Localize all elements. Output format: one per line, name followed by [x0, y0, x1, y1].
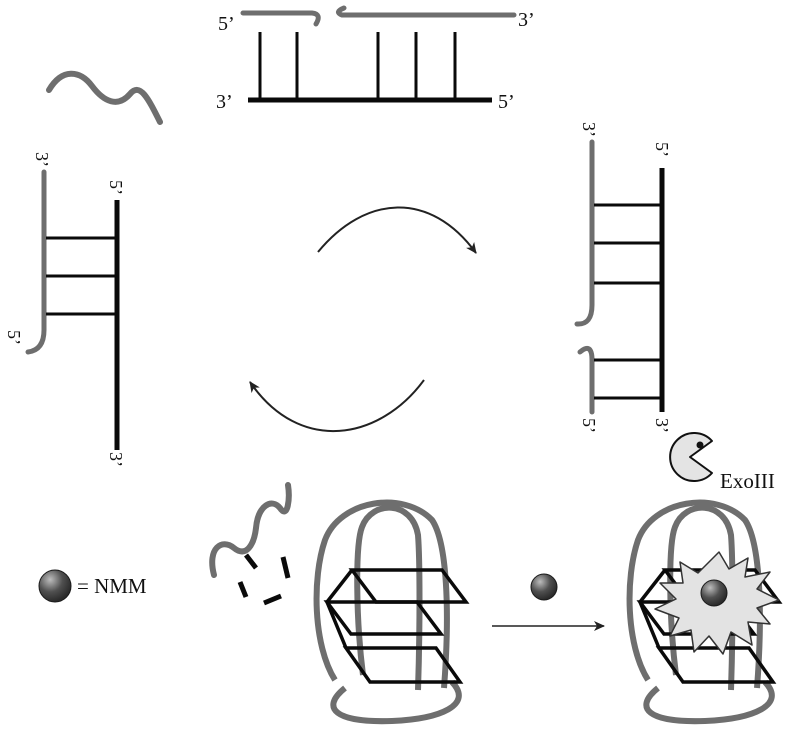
left-duplex: 3’ 5’ 5’ 3’ — [4, 152, 126, 467]
left-gray-strand — [25, 169, 47, 355]
top-label-3-left: 3’ — [216, 91, 233, 113]
top-label-3-right: 3’ — [518, 9, 535, 31]
nmm-ball-icon — [38, 569, 72, 603]
right-gray-strand-lower — [577, 345, 595, 415]
nmm-ball-bound-icon — [700, 579, 728, 607]
right-label-3-black: 3’ — [652, 418, 672, 433]
g-quadruplex-free — [313, 499, 470, 725]
right-label-5-black: 5’ — [652, 142, 672, 157]
g-quadruplex-nmm-complex — [626, 499, 783, 725]
free-target-strand-top — [46, 70, 163, 125]
right-gray-strand-upper — [574, 139, 595, 327]
top-gray-strand-left — [240, 10, 321, 27]
pacman-exonuclease-icon — [669, 432, 713, 482]
nucleotide-fragments — [237, 553, 291, 606]
right-label-5-gray: 5’ — [579, 418, 599, 433]
nmm-ball-free-icon — [530, 573, 558, 601]
left-label-5-black: 5’ — [106, 180, 126, 195]
left-label-5-gray: 5’ — [4, 330, 24, 345]
right-duplex: 3’ 5’ 5’ 3’ — [574, 122, 672, 433]
right-base-pairs — [594, 203, 660, 400]
top-label-5-right: 5’ — [498, 91, 515, 113]
cycle-arrow-bottom — [249, 379, 425, 432]
top-duplex: 5’ 3’ 3’ 5’ — [216, 5, 535, 113]
left-label-3-gray: 3’ — [32, 152, 52, 167]
released-strand-wavy — [209, 482, 292, 578]
top-gray-strand-right — [336, 5, 517, 18]
nmm-legend-label: = NMM — [77, 574, 147, 598]
right-label-3-gray: 3’ — [579, 122, 599, 137]
cycle-arrow-top — [317, 206, 477, 254]
top-base-pairs — [258, 32, 457, 98]
top-label-5-left: 5’ — [218, 13, 235, 35]
left-label-3-black: 3’ — [106, 452, 126, 467]
exoiii-label: ExoIII — [720, 469, 775, 493]
left-base-pairs — [46, 236, 115, 316]
